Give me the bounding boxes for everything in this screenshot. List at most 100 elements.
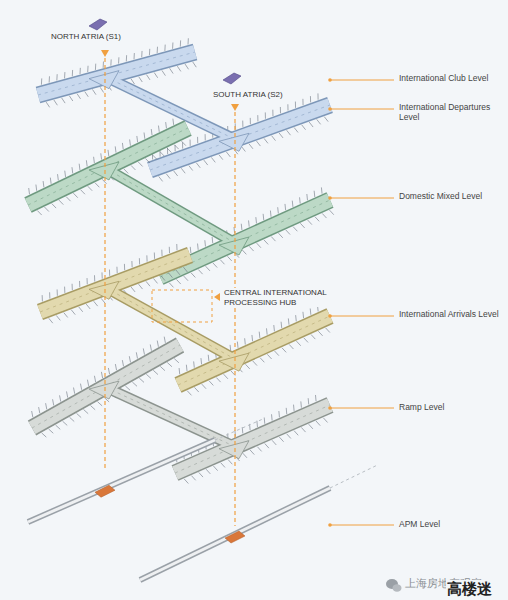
gate-tick bbox=[259, 332, 261, 338]
callout-label: CENTRAL INTERNATIONAL PROCESSING HUB bbox=[223, 288, 329, 307]
atrium-axis bbox=[104, 58, 105, 468]
gate-tick bbox=[73, 193, 77, 198]
pier-floor bbox=[175, 405, 330, 473]
gate-tick bbox=[330, 210, 334, 215]
gate-tick bbox=[150, 344, 151, 350]
level-plan bbox=[38, 38, 330, 181]
gate-tick bbox=[72, 284, 73, 290]
gate-tick bbox=[170, 68, 174, 73]
gate-tick bbox=[228, 460, 232, 465]
gate-tick bbox=[273, 325, 275, 331]
gate-tick bbox=[245, 364, 249, 369]
gate-tick bbox=[266, 328, 268, 334]
pier-detail bbox=[40, 255, 190, 312]
atrium bbox=[219, 133, 249, 151]
gate-tick bbox=[56, 315, 60, 320]
gate-tick bbox=[145, 158, 149, 163]
gate-tick bbox=[49, 76, 50, 82]
gate-tick bbox=[108, 368, 109, 374]
gate-tick bbox=[79, 68, 80, 74]
gate-tick bbox=[88, 186, 92, 191]
gate-tick bbox=[317, 93, 318, 99]
pier-floor bbox=[105, 168, 235, 243]
level-label: APM Level bbox=[398, 519, 441, 529]
leader-line bbox=[330, 80, 394, 81]
gate-tick bbox=[189, 166, 193, 171]
gate-tick bbox=[326, 328, 330, 333]
gate-tick bbox=[116, 267, 117, 273]
gate-tick bbox=[103, 62, 104, 68]
apm-extension bbox=[215, 420, 262, 441]
gate-tick bbox=[294, 128, 298, 133]
gate-tick bbox=[176, 270, 180, 275]
gate-tick bbox=[110, 59, 111, 65]
pier-outline bbox=[178, 316, 330, 385]
gate-tick bbox=[101, 272, 102, 278]
gate-tick bbox=[322, 213, 326, 218]
level-label: International Arrivals Level bbox=[398, 309, 500, 319]
level-plan bbox=[40, 244, 330, 395]
gate-tick bbox=[165, 122, 167, 128]
gate-tick bbox=[164, 337, 165, 343]
gate-tick bbox=[95, 183, 99, 188]
gate-tick bbox=[32, 411, 33, 417]
leader-dot bbox=[328, 523, 332, 527]
gate-tick bbox=[146, 75, 150, 80]
watermark-icon bbox=[393, 584, 402, 592]
gate-tick bbox=[132, 382, 137, 386]
leader-dot bbox=[328, 78, 332, 82]
gate-tick bbox=[310, 309, 312, 315]
gate-tick bbox=[42, 433, 47, 437]
gate-tick bbox=[287, 434, 291, 439]
gate-tick bbox=[126, 55, 127, 61]
pier-detail bbox=[105, 168, 235, 243]
pier-floor bbox=[28, 128, 188, 205]
pier-detail bbox=[105, 387, 235, 447]
apm-track bbox=[140, 488, 330, 580]
gate-tick bbox=[102, 179, 106, 184]
gate-tick bbox=[241, 224, 243, 230]
gate-tick bbox=[306, 194, 308, 200]
gate-tick bbox=[169, 247, 170, 253]
gate-tick bbox=[154, 278, 158, 283]
leader-line bbox=[330, 198, 394, 199]
hub-pointer bbox=[214, 293, 220, 301]
gate-tick bbox=[159, 176, 163, 181]
gate-tick bbox=[277, 207, 279, 213]
gate-tick bbox=[316, 421, 320, 426]
leader-line bbox=[330, 525, 394, 526]
apm-tracks bbox=[28, 420, 378, 581]
gate-tick bbox=[57, 289, 58, 295]
gate-tick bbox=[92, 89, 96, 94]
gate-tick bbox=[49, 292, 50, 298]
gate-tick bbox=[86, 304, 90, 309]
gate-tick bbox=[182, 142, 183, 148]
atrium bbox=[219, 237, 249, 255]
gate-tick bbox=[100, 87, 104, 92]
gate-tick bbox=[295, 102, 296, 108]
gate-tick bbox=[64, 72, 65, 78]
gate-tick bbox=[272, 136, 276, 141]
gate-tick bbox=[64, 287, 65, 293]
gate-tick bbox=[260, 358, 264, 363]
gate-tick bbox=[139, 284, 143, 289]
gate-tick bbox=[169, 283, 173, 288]
gate-tick bbox=[292, 201, 294, 207]
gate-tick bbox=[213, 466, 217, 471]
gate-tick bbox=[94, 376, 95, 382]
gate-tick bbox=[204, 160, 208, 165]
gate-tick bbox=[272, 440, 276, 445]
gate-tick bbox=[143, 348, 144, 354]
gate-tick bbox=[308, 398, 310, 404]
gate-tick bbox=[136, 352, 137, 358]
pier-outline bbox=[28, 128, 188, 205]
gate-tick bbox=[53, 399, 54, 405]
gate-tick bbox=[77, 413, 82, 417]
gate-tick bbox=[249, 246, 253, 251]
gate-tick bbox=[166, 174, 170, 179]
gate-tick bbox=[299, 197, 301, 203]
gate-tick bbox=[323, 418, 327, 423]
gate-tick bbox=[190, 140, 191, 146]
leader-dot bbox=[328, 314, 332, 318]
gate-tick bbox=[237, 342, 239, 348]
